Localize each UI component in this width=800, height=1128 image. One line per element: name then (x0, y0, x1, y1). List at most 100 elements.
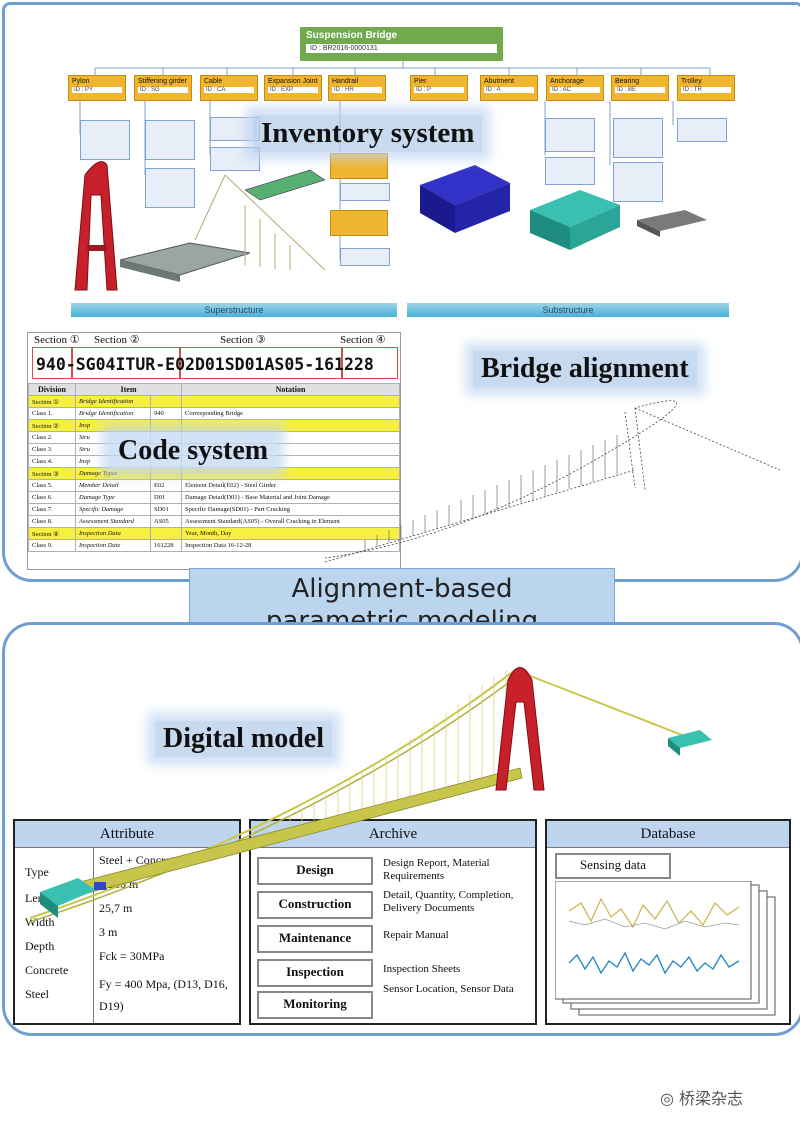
code-header: Section ① Section ② Section ③ Section ④ … (28, 333, 400, 383)
attr-value: 25,7 m (99, 901, 133, 915)
inventory-illustrations (74, 161, 707, 291)
digital-bridge-model (29, 667, 712, 923)
code-cell: Inspection Data 16-12-28 (181, 539, 400, 552)
code-cell (181, 467, 400, 480)
node-id: ID : A (484, 87, 534, 93)
tree-root-node: Suspension Bridge ID : BR2016-0000131 (300, 27, 503, 61)
node-label: Anchorage (550, 78, 584, 85)
code-system-label: Code system (110, 433, 277, 469)
code-cell: Member Detail (75, 479, 151, 492)
sensing-data-button[interactable]: Sensing data (555, 853, 671, 879)
node-cable: Cable ID : CA (200, 75, 258, 101)
code-cell: Section ② (28, 419, 76, 432)
subnode-box (613, 162, 663, 202)
node-label: Expansion Joint (268, 78, 318, 85)
node-handrail: Handrail ID : HR (328, 75, 386, 101)
code-cell: 940 (150, 407, 182, 420)
archive-maintenance-button[interactable]: Maintenance (257, 925, 373, 953)
code-cell: Class 3. (28, 443, 76, 456)
section-label: Section ④ (340, 334, 386, 346)
root-title: Suspension Bridge (306, 30, 398, 41)
watermark: ◎ 桥梁杂志 (660, 1085, 743, 1109)
table-header: Item (75, 383, 182, 396)
cable-illustration (194, 174, 326, 271)
subnode-box (340, 183, 390, 201)
node-pier: Pier ID : P (410, 75, 468, 101)
subnode-box (677, 118, 727, 142)
bridge-alignment-label: Bridge alignment (473, 351, 697, 387)
code-cell: Section ① (28, 395, 76, 408)
inventory-code-panel: Suspension Bridge ID : BR2016-0000131 Py… (2, 2, 800, 582)
attr-label: Steel (25, 987, 49, 1001)
code-cell: Inspection Data (75, 527, 151, 540)
subnode-box (80, 120, 130, 160)
node-label: Cable (204, 78, 223, 85)
substructure-bar: Substructure (407, 303, 729, 317)
root-id: ID : BR2016-0000131 (306, 44, 497, 53)
node-abutment: Abutment ID : A (480, 75, 538, 101)
database-title: Database (547, 821, 789, 848)
sensing-chart-stack (555, 881, 776, 1016)
code-cell: Insp (75, 419, 151, 432)
node-stiffening-girder: Stiffening girder ID : SG (134, 75, 192, 101)
code-cell (150, 527, 182, 540)
code-cell: SD01 (150, 503, 182, 516)
node-id: ID : PY (72, 87, 122, 93)
attribute-title: Attribute (15, 821, 239, 848)
node-label: Stiffening girder (138, 78, 187, 85)
archive-design-button[interactable]: Design (257, 857, 373, 885)
code-cell: Class 5. (28, 479, 76, 492)
node-id: ID : AC (550, 87, 600, 93)
subnode-box (210, 117, 260, 141)
banner-line: Alignment-based (291, 574, 513, 604)
code-cell: Bridge Identification (75, 395, 151, 408)
code-cell: Class 1. (28, 407, 76, 420)
subnode-box (340, 248, 390, 266)
archive-desc: Detail, Quantity, Completion, Delivery D… (383, 889, 514, 914)
node-label: Trolley (681, 78, 702, 85)
node-bearing: Bearing ID : BE (611, 75, 669, 101)
code-cell: Specific Damage (75, 503, 151, 516)
node-id: ID : TR (681, 87, 731, 93)
table-header: Division (28, 383, 76, 396)
expansion-joint-illustration (244, 169, 326, 201)
node-id: ID : SG (138, 87, 188, 93)
digital-model-label: Digital model (155, 721, 332, 757)
code-cell: Damage Types (75, 467, 151, 480)
node-handrail-sub (330, 210, 388, 236)
pier-illustration (420, 165, 510, 233)
subnode-box (145, 168, 195, 208)
subnode-box (545, 118, 595, 152)
node-handrail-sub (330, 153, 388, 179)
node-id: ID : BE (615, 87, 665, 93)
node-label: Abutment (484, 78, 514, 85)
node-label: Pier (414, 78, 427, 85)
node-id: ID : P (414, 87, 464, 93)
archive-monitoring-button[interactable]: Monitoring (257, 991, 373, 1019)
archive-construction-button[interactable]: Construction (257, 891, 373, 919)
node-label: Handrail (332, 78, 359, 85)
archive-box: Archive Design Design Report, Material R… (249, 819, 537, 1025)
code-boxes (32, 347, 398, 379)
node-label: Bearing (615, 78, 640, 85)
archive-desc: Inspection Sheets (383, 963, 461, 975)
attr-value: Fck = 30MPa (99, 949, 165, 963)
archive-desc: Repair Manual (383, 929, 449, 941)
code-cell: Class 6. (28, 491, 76, 504)
attr-value: 3 m (99, 925, 118, 939)
attr-label: Depth (25, 939, 55, 953)
code-cell: Bridge Identification (75, 407, 151, 420)
archive-inspection-button[interactable]: Inspection (257, 959, 373, 987)
subnode-box (545, 157, 595, 185)
code-cell (150, 467, 182, 480)
code-cell (150, 419, 182, 432)
node-anchorage: Anchorage ID : AC (546, 75, 604, 101)
code-cell: Assessment Standard (75, 515, 151, 528)
code-cell: Section ③ (28, 467, 76, 480)
